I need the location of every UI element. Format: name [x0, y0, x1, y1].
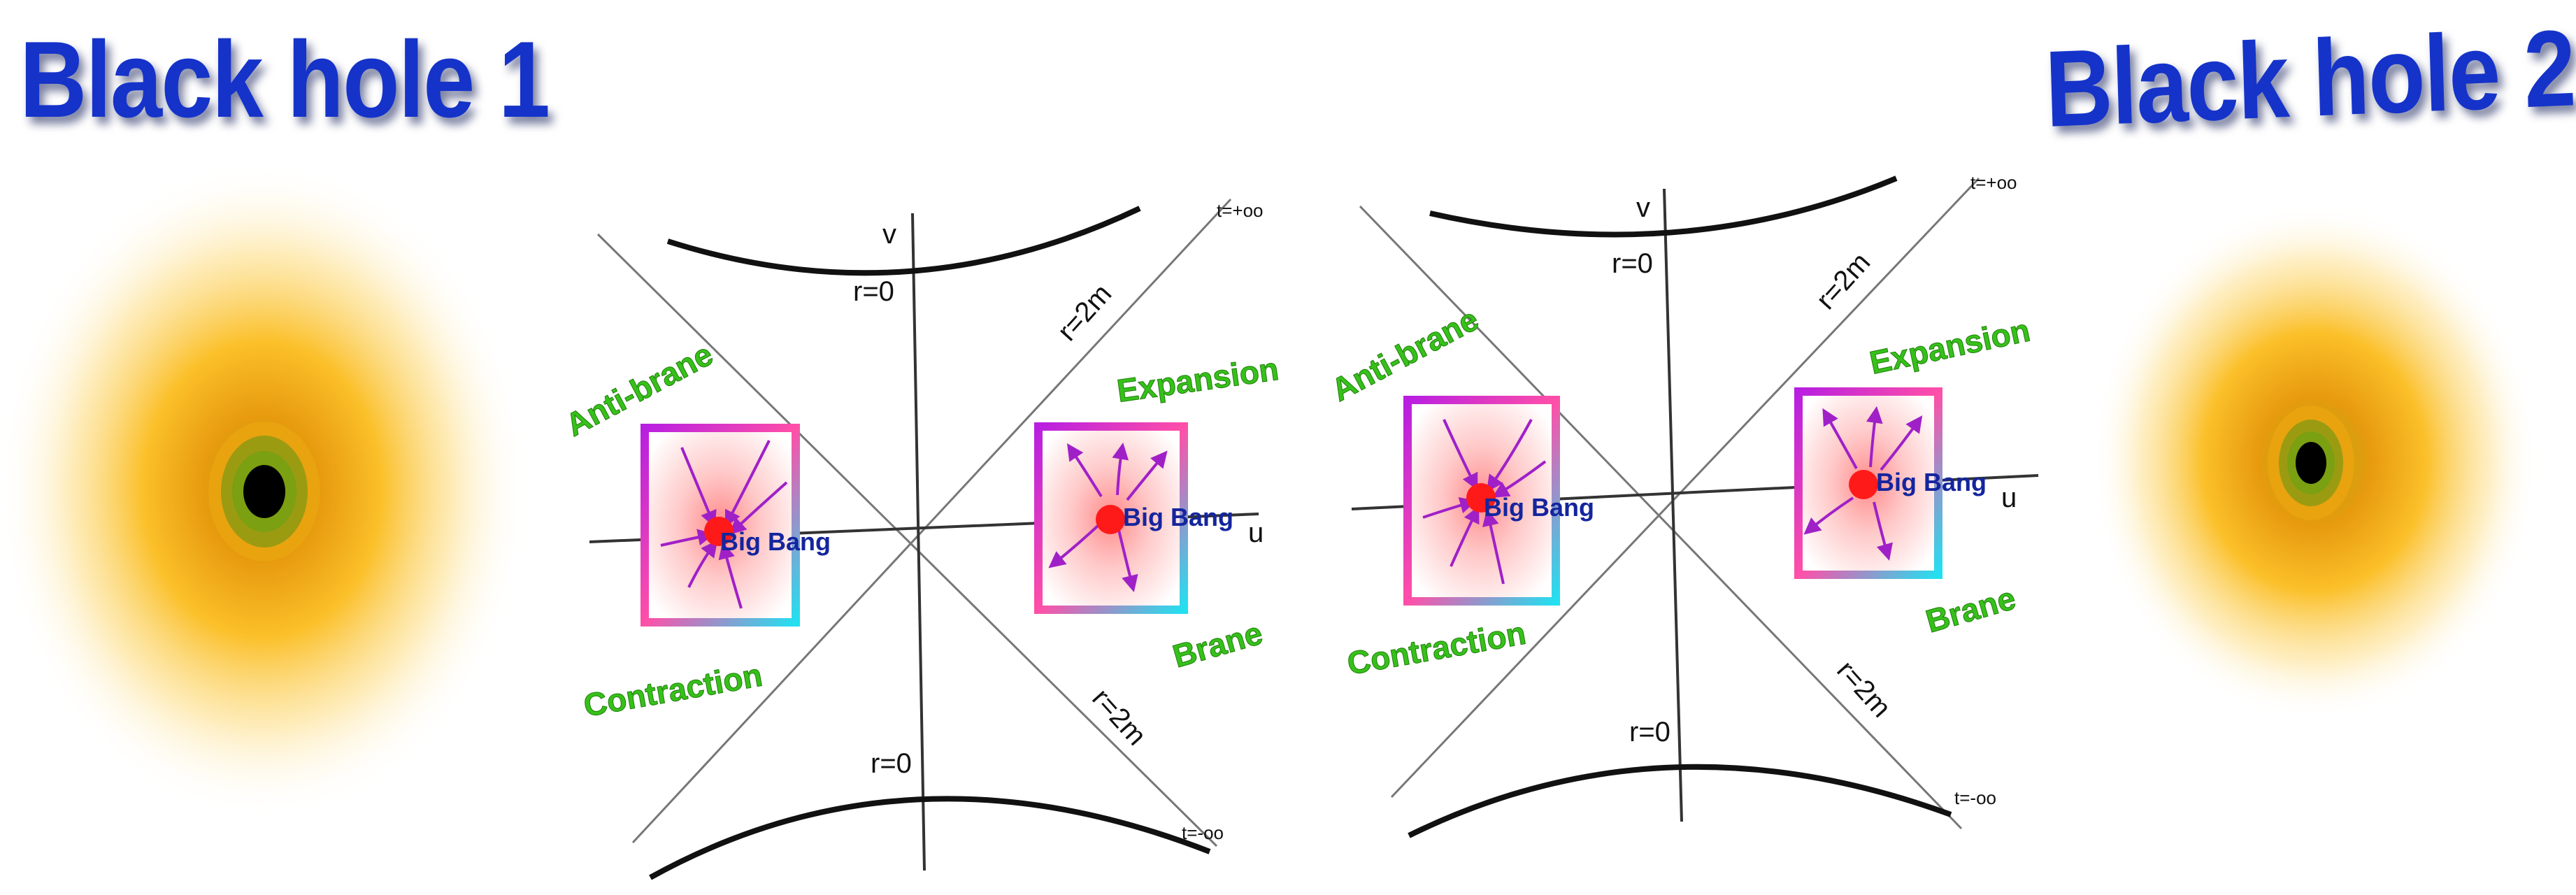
anti-brane-frame: Big Bang: [1403, 396, 1594, 606]
big-bang-icon: [1849, 470, 1878, 499]
label-anti-brane: Anti-brane: [1325, 301, 1484, 408]
arrow-icon: [1873, 501, 1893, 561]
horizon-line: [596, 233, 1218, 847]
label-big-bang: Big Bang: [1123, 503, 1233, 531]
horizon-line: [1359, 205, 1963, 830]
anti-brane-frame: Big Bang: [641, 424, 831, 626]
v-axis: [1663, 188, 1683, 822]
arrow-icon: [1486, 419, 1533, 492]
arrow-icon: [718, 542, 743, 609]
arrow-icon: [1482, 508, 1505, 585]
label-horizon: r=2m: [1086, 683, 1152, 752]
label-horizon: r=2m: [1810, 247, 1876, 315]
arrow-icon: [1067, 443, 1103, 498]
kruskal-diagram-1: Big Bang Big Bang v r=0 r=0 u r=2m r=2m …: [559, 198, 1281, 880]
arrow-icon: [1443, 419, 1478, 491]
horizon-line: [1390, 177, 1980, 799]
black-hole-icon: [0, 161, 528, 818]
arrow-icon: [1822, 408, 1858, 469]
label-expansion: Expansion: [1115, 350, 1281, 409]
label-brane: Brane: [1922, 580, 2019, 640]
label-v: v: [1636, 192, 1650, 223]
label-r-zero-top: r=0: [853, 276, 894, 307]
label-big-bang: Big Bang: [1876, 468, 1987, 496]
big-bang-icon: [1466, 483, 1496, 513]
label-r-zero-bottom: r=0: [1629, 717, 1670, 747]
arrow-icon: [1880, 415, 1923, 471]
label-r-zero-top: r=0: [1612, 248, 1653, 279]
label-big-bang: Big Bang: [720, 527, 831, 556]
arrow-icon: [729, 481, 788, 535]
arrow-icon: [1117, 529, 1138, 592]
label-contraction: Contraction: [1345, 615, 1529, 682]
label-t-past: t=-oo: [1182, 822, 1224, 843]
big-bang-icon: [704, 517, 734, 546]
arrow-icon: [1126, 450, 1168, 501]
singularity-curve: [1408, 764, 1952, 838]
arrow-icon: [687, 540, 718, 588]
label-t-future: t=+oo: [1217, 200, 1264, 221]
arrow-icon: [1048, 524, 1099, 568]
label-expansion: Expansion: [1866, 312, 2033, 381]
label-contraction: Contraction: [581, 657, 765, 724]
label-r-zero-bottom: r=0: [871, 748, 912, 779]
arrow-icon: [1112, 442, 1129, 496]
arrow-icon: [680, 447, 717, 528]
arrow-icon: [724, 440, 771, 528]
label-t-future: t=+oo: [1970, 172, 2017, 193]
arrow-icon: [1450, 506, 1480, 567]
title-black-hole-1: Black hole 1: [20, 19, 550, 140]
big-bang-icon: [1096, 505, 1125, 534]
label-v: v: [882, 219, 896, 250]
label-horizon: r=2m: [1052, 278, 1117, 347]
label-horizon: r=2m: [1831, 655, 1896, 724]
black-hole-icon: [2091, 203, 2538, 720]
singularity-curve: [666, 206, 1141, 276]
label-big-bang: Big Bang: [1484, 493, 1594, 522]
v-axis: [911, 213, 926, 871]
arrow-icon: [1491, 460, 1547, 498]
label-u: u: [1248, 517, 1264, 548]
brane-frame: Big Bang: [1794, 387, 1987, 579]
arrow-icon: [1803, 496, 1854, 535]
singularity-curve: [649, 796, 1211, 880]
label-brane: Brane: [1168, 615, 1266, 675]
horizon-line: [631, 198, 1232, 844]
brane-frame: Big Bang: [1034, 422, 1233, 614]
label-t-past: t=-oo: [1954, 787, 1996, 808]
kruskal-diagram-2: Big Bang Big Bang v r=0 r=0 u r=2m r=2m …: [1325, 172, 2039, 838]
arrow-icon: [1866, 406, 1883, 468]
singularity-curve: [1429, 176, 1898, 238]
label-u: u: [2001, 482, 2017, 513]
